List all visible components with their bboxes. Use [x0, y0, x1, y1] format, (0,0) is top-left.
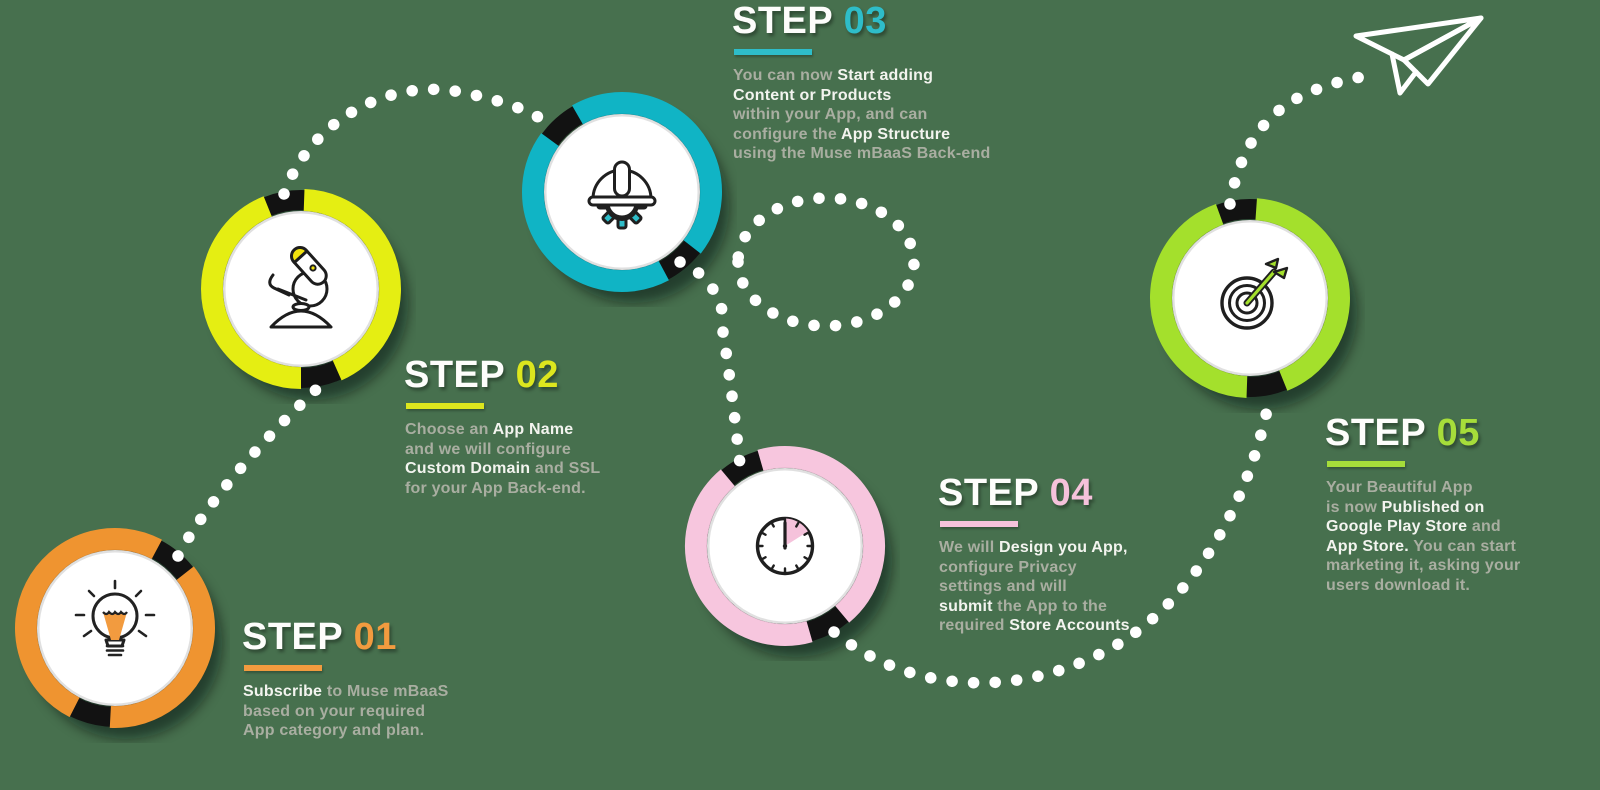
microscope-icon	[268, 246, 333, 329]
step-label: STEP	[404, 354, 505, 396]
step-number: 02	[515, 354, 559, 396]
step-03-node	[507, 77, 737, 307]
step-01-underline	[244, 665, 322, 671]
step-04-underline	[940, 521, 1018, 527]
step-03-title: STEP 03	[732, 2, 990, 40]
step-label: STEP	[1325, 412, 1426, 454]
step-04-description: We will Design you App,configure Privacy…	[939, 539, 1130, 634]
step-01-title: STEP 01	[242, 618, 449, 656]
trail-loop	[732, 192, 920, 332]
target-arrow-icon	[1220, 257, 1289, 330]
step-number: 03	[843, 0, 887, 42]
step-04-text: STEP 04 We will Design you App,configure…	[938, 474, 1130, 636]
step-05-title: STEP 05	[1325, 414, 1520, 452]
step-number: 04	[1049, 472, 1093, 514]
step-02-node	[186, 174, 416, 404]
step-number: 01	[353, 616, 397, 658]
step-number: 05	[1436, 412, 1480, 454]
step-02-underline	[406, 403, 484, 409]
hardhat-gear-icon	[587, 160, 657, 230]
step-04-badge	[685, 446, 892, 657]
clock-icon	[755, 516, 815, 576]
lightbulb-icon	[74, 579, 156, 657]
step-04-node	[670, 431, 900, 661]
step-01-node	[0, 513, 230, 743]
paper-plane-icon	[1353, 15, 1484, 96]
step-05-node	[1135, 183, 1365, 413]
step-03-underline	[734, 49, 812, 55]
step-01-badge	[15, 528, 222, 739]
step-04-title: STEP 04	[938, 474, 1130, 512]
step-02-badge	[201, 189, 408, 400]
step-label: STEP	[242, 616, 343, 658]
step-03-badge	[522, 91, 729, 303]
step-label: STEP	[732, 0, 833, 42]
step-label: STEP	[938, 472, 1039, 514]
step-05-underline	[1327, 461, 1405, 467]
step-05-badge	[1150, 198, 1357, 409]
step-02-title: STEP 02	[404, 356, 600, 394]
